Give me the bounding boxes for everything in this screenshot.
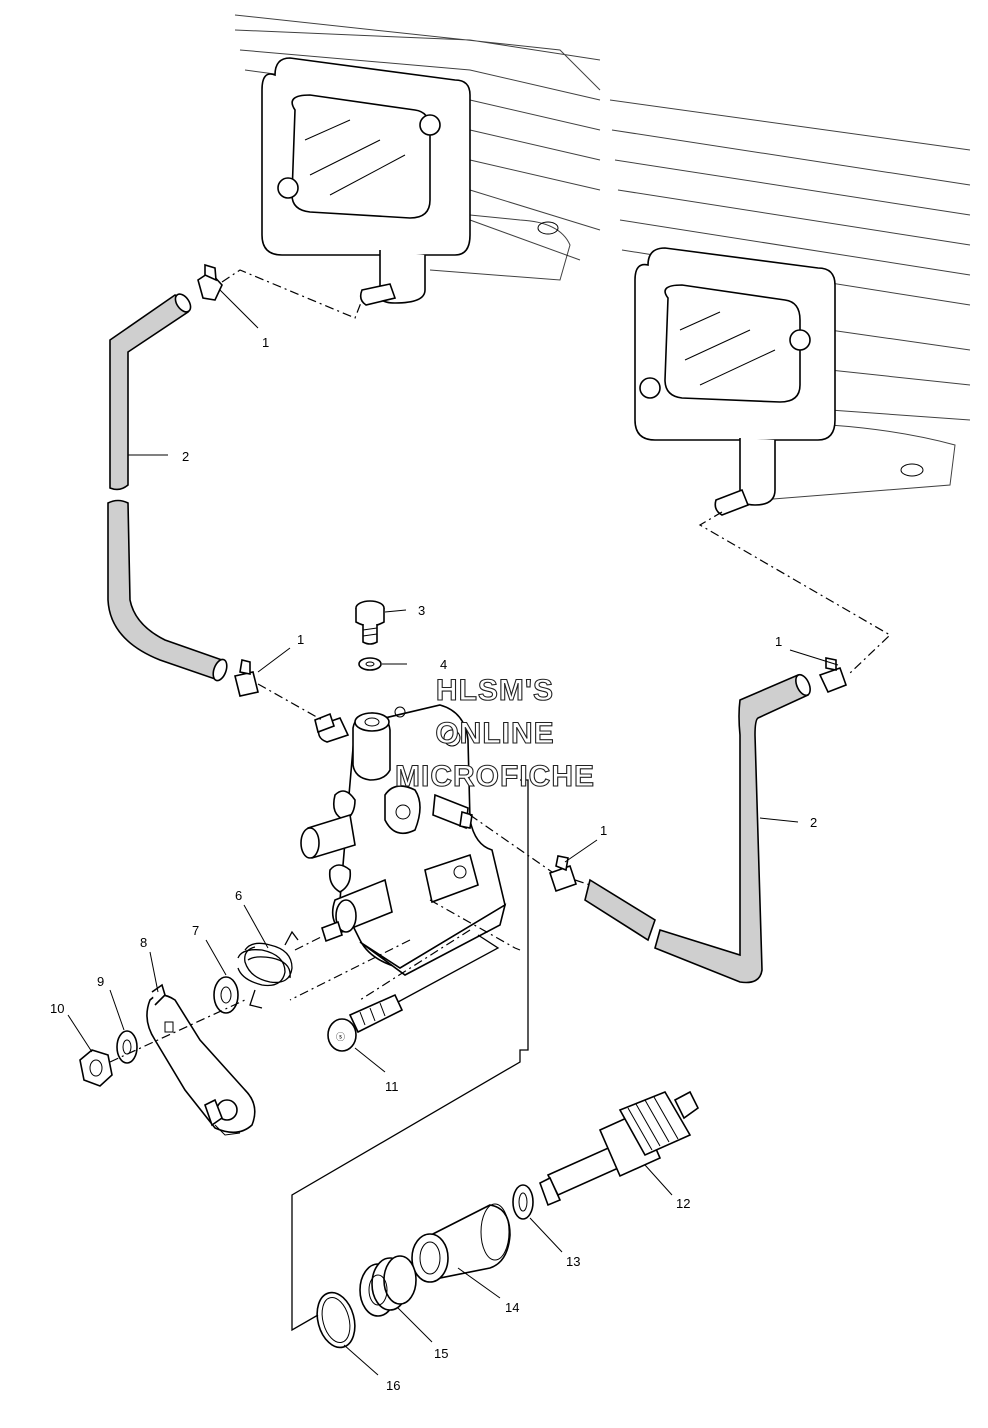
lockwasher-9 [116, 1030, 138, 1064]
control-lever-8 [146, 983, 256, 1136]
clamp-1d [548, 855, 578, 893]
callout-7: 7 [192, 923, 199, 938]
nut-10 [79, 1049, 113, 1087]
watermark-line-3: MICROFICHE [395, 760, 595, 793]
callout-1: 1 [262, 335, 269, 350]
hose-left [107, 293, 228, 682]
left-exhaust-flange [261, 57, 471, 306]
callout-1: 1 [297, 632, 304, 647]
callout-1: 1 [775, 634, 782, 649]
hose-right [584, 673, 811, 984]
return-spring-6 [237, 930, 299, 1009]
right-cylinder [609, 99, 971, 501]
callout-2: 2 [182, 449, 189, 464]
washer-13 [512, 1184, 534, 1220]
callout-13: 13 [566, 1254, 580, 1269]
callout-9: 9 [97, 974, 104, 989]
callout-15: 15 [434, 1346, 448, 1361]
washer-7 [213, 976, 239, 1014]
clamp-1a [197, 263, 223, 301]
callout-11: 11 [385, 1079, 399, 1094]
o-ring-16 [316, 1291, 356, 1349]
screw-head-mark: ⓢ [336, 1032, 345, 1042]
watermark-line-2: ONLINE [435, 717, 554, 750]
callout-8: 8 [140, 935, 147, 950]
callout-6: 6 [235, 888, 242, 903]
leader-lines [67, 289, 839, 1376]
clamp-1c [818, 657, 848, 694]
screw-11: ⓢ [327, 993, 404, 1052]
callout-2: 2 [810, 815, 817, 830]
left-cylinder [234, 14, 601, 281]
callout-16: 16 [386, 1378, 400, 1393]
watermark-line-1: HLSM'S [436, 674, 554, 707]
assembly-lines [109, 269, 891, 1332]
callout-14: 14 [505, 1300, 519, 1315]
callout-4: 4 [440, 657, 447, 672]
callout-10: 10 [50, 1001, 64, 1016]
oil-pump-body [300, 704, 507, 976]
callout-3: 3 [418, 603, 425, 618]
washer-4 [358, 657, 382, 671]
right-exhaust-flange [634, 247, 836, 516]
bleed-screw-3 [355, 600, 385, 645]
clamp-1b [234, 659, 259, 697]
pump-shaft-end [321, 920, 343, 943]
bushing-14 [411, 1203, 511, 1283]
watermark: HLSM'S ONLINE MICROFICHE [394, 673, 595, 793]
callouts: 1 2 1 3 4 1 1 2 6 7 8 9 10 11 12 13 14 1… [50, 335, 817, 1393]
callout-12: 12 [676, 1196, 690, 1211]
callout-1: 1 [600, 823, 607, 838]
oil-seal-15 [359, 1255, 417, 1317]
drive-gear-shaft-12 [539, 1090, 700, 1207]
